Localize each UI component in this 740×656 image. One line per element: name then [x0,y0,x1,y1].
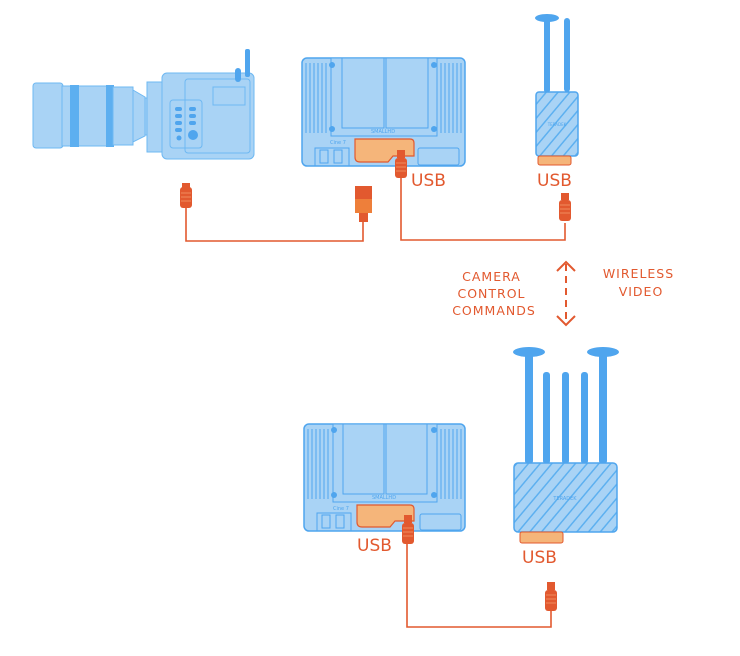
camera-usb-connector [180,183,192,208]
monitor-input-connector [355,186,372,222]
transmitter: TERADEK [535,14,579,166]
wireless-link-arrow [556,260,576,327]
bottom-monitor: SMALLHD Cine 7 [303,423,466,532]
monitor-usb-port [354,138,415,163]
receiver-usb-connector [545,582,557,611]
bottom-monitor-usb-label: USB [357,536,392,556]
monitor-to-receiver-cable [406,544,552,628]
bottom-monitor-usb-port [356,504,415,528]
lens-mount [146,81,164,153]
bottom-monitor-usb-connector [402,515,414,544]
receiver-brand: TERADEK [552,496,577,502]
monitor-model: Cine 7 [330,140,346,146]
camera-buttons [175,107,198,141]
receiver-usb-label: USB [522,548,557,568]
camera-to-monitor-cable [185,208,364,242]
transmitter-usb-label: USB [537,171,572,191]
monitor-usb-connector [395,150,407,178]
camera-antenna [245,49,250,77]
top-monitor: SMALLHD Cine 7 [301,57,466,167]
bottom-monitor-model: Cine 7 [333,506,349,512]
transmitter-usb-port [537,155,572,166]
receiver-usb-port [519,531,564,544]
top-monitor-usb-label: USB [411,171,446,191]
bottom-monitor-brand: SMALLHD [372,495,396,501]
transmitter-usb-connector [559,193,571,221]
wireless-video-label: WIRELESS VIDEO [603,266,679,299]
camera-control-label: CAMERA CONTROL COMMANDS [452,269,536,318]
lens [32,82,156,149]
monitor-to-transmitter-cable [400,178,566,241]
receiver: TERADEK [513,347,619,544]
transmitter-brand: TERADEK [547,122,567,127]
monitor-brand: SMALLHD [371,129,395,135]
camera [32,49,255,160]
